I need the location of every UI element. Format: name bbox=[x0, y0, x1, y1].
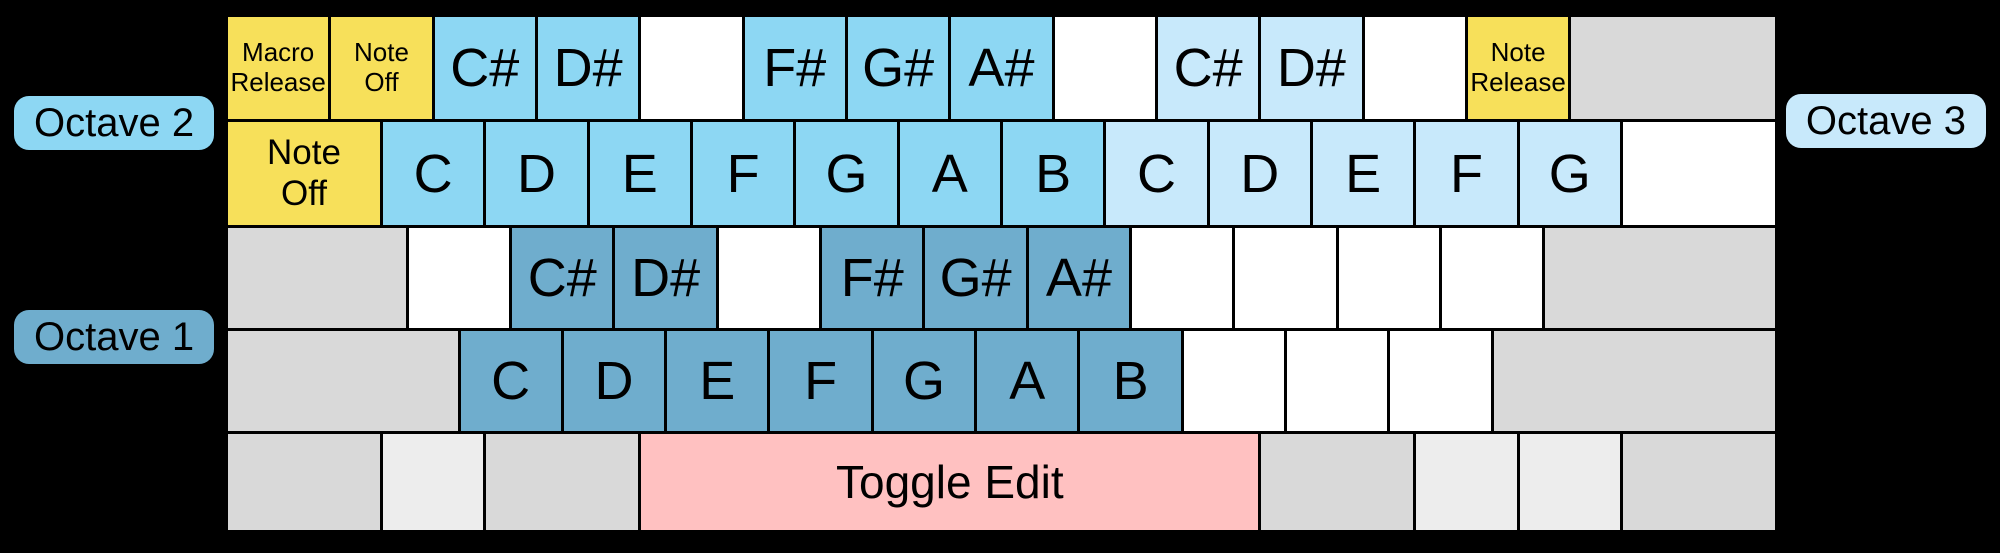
key-unmapped bbox=[1129, 225, 1236, 331]
key-note-release[interactable]: Note Release bbox=[1464, 14, 1572, 122]
key-note-f-octave-3[interactable]: F bbox=[1413, 119, 1520, 228]
key-note-g-octave-1[interactable]: G bbox=[870, 328, 978, 434]
key-macro-release[interactable]: Macro Release bbox=[225, 14, 332, 122]
key-inactive bbox=[225, 225, 409, 331]
key-note-d-sharp-octave-3[interactable]: D# bbox=[1258, 14, 1365, 122]
key-note-f-octave-1[interactable]: F bbox=[767, 328, 874, 434]
key-note-d-sharp-octave-1[interactable]: D# bbox=[612, 225, 719, 331]
key-note-a-octave-2[interactable]: A bbox=[896, 119, 1003, 228]
key-note-g-octave-3[interactable]: G bbox=[1516, 119, 1623, 228]
key-inactive bbox=[1619, 431, 1778, 533]
octave-1-label: Octave 1 bbox=[14, 310, 215, 364]
key-note-c-octave-1[interactable]: C bbox=[457, 328, 564, 434]
key-unmapped bbox=[715, 225, 823, 331]
keyboard-row-home-row: C#D# F#G#A# bbox=[225, 225, 1778, 331]
key-note-f-sharp-octave-2[interactable]: F# bbox=[741, 14, 848, 122]
key-note-c-sharp-octave-3[interactable]: C# bbox=[1154, 14, 1262, 122]
key-unmapped bbox=[1051, 14, 1158, 122]
key-note-c-octave-3[interactable]: C bbox=[1103, 119, 1210, 228]
key-unmapped bbox=[405, 225, 513, 331]
key-note-e-octave-1[interactable]: E bbox=[664, 328, 771, 434]
key-inactive bbox=[1413, 431, 1520, 533]
key-inactive bbox=[483, 431, 642, 533]
key-note-off[interactable]: Note Off bbox=[328, 14, 435, 122]
keyboard-row-modifier-row: Toggle Edit bbox=[225, 431, 1778, 533]
key-inactive bbox=[1568, 14, 1778, 122]
key-unmapped bbox=[638, 14, 745, 122]
key-note-e-octave-3[interactable]: E bbox=[1309, 119, 1417, 228]
key-note-b-octave-1[interactable]: B bbox=[1077, 328, 1184, 434]
key-note-d-octave-1[interactable]: D bbox=[560, 328, 668, 434]
key-note-d-octave-2[interactable]: D bbox=[483, 119, 590, 228]
key-note-d-sharp-octave-2[interactable]: D# bbox=[534, 14, 642, 122]
key-note-g-octave-2[interactable]: G bbox=[793, 119, 900, 228]
key-inactive bbox=[380, 431, 487, 533]
key-note-c-sharp-octave-2[interactable]: C# bbox=[431, 14, 538, 122]
key-inactive bbox=[1516, 431, 1623, 533]
key-note-c-sharp-octave-1[interactable]: C# bbox=[509, 225, 616, 331]
key-inactive bbox=[225, 431, 383, 533]
key-note-b-octave-2[interactable]: B bbox=[999, 119, 1107, 228]
key-inactive bbox=[1542, 225, 1778, 331]
key-unmapped bbox=[1619, 119, 1778, 228]
key-unmapped bbox=[1232, 225, 1339, 331]
key-inactive bbox=[225, 328, 461, 434]
octave-2-label: Octave 2 bbox=[14, 96, 215, 150]
key-note-f-sharp-octave-1[interactable]: F# bbox=[819, 225, 926, 331]
key-unmapped bbox=[1284, 328, 1391, 434]
key-note-c-octave-2[interactable]: C bbox=[380, 119, 487, 228]
key-inactive bbox=[1490, 328, 1778, 434]
key-unmapped bbox=[1361, 14, 1468, 122]
key-note-a-sharp-octave-2[interactable]: A# bbox=[948, 14, 1055, 122]
key-note-e-octave-2[interactable]: E bbox=[586, 119, 693, 228]
key-note-d-octave-3[interactable]: D bbox=[1206, 119, 1313, 228]
key-unmapped bbox=[1439, 225, 1546, 331]
octave-3-label: Octave 3 bbox=[1785, 94, 1986, 148]
key-unmapped bbox=[1335, 225, 1443, 331]
key-note-g-sharp-octave-1[interactable]: G# bbox=[922, 225, 1029, 331]
key-note-off-tab[interactable]: Note Off bbox=[225, 119, 383, 228]
key-note-a-sharp-octave-1[interactable]: A# bbox=[1025, 225, 1133, 331]
key-unmapped bbox=[1180, 328, 1288, 434]
key-toggle-edit[interactable]: Toggle Edit bbox=[638, 431, 1262, 533]
key-note-a-octave-1[interactable]: A bbox=[974, 328, 1081, 434]
key-unmapped bbox=[1387, 328, 1494, 434]
key-note-f-octave-2[interactable]: F bbox=[689, 119, 797, 228]
key-note-g-sharp-octave-2[interactable]: G# bbox=[844, 14, 952, 122]
key-inactive bbox=[1258, 431, 1417, 533]
